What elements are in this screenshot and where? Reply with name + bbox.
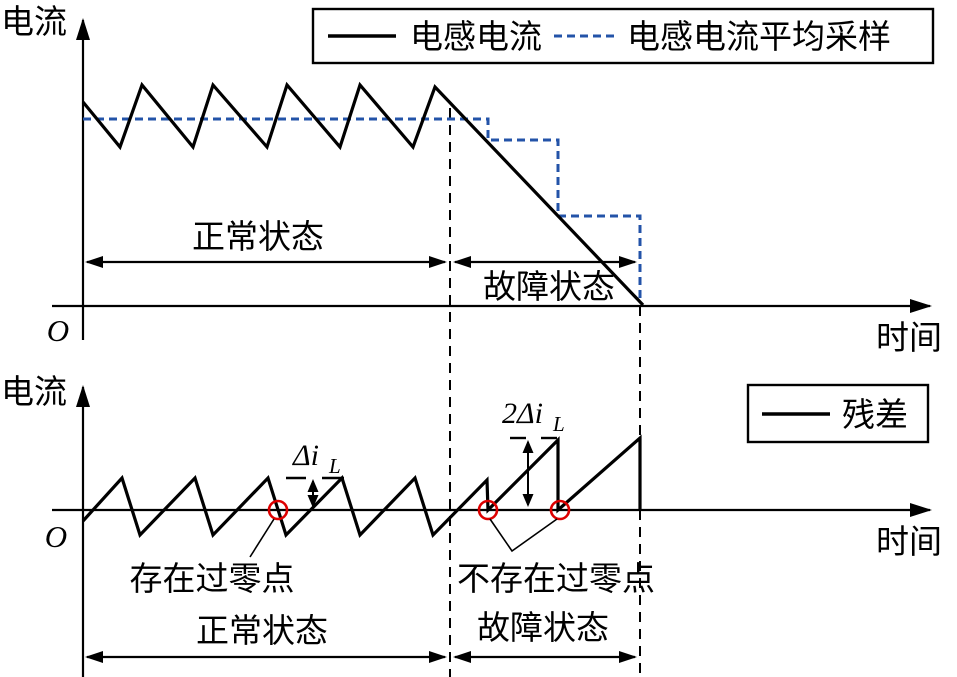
bottom-y-axis-label: 电流 — [1, 374, 67, 411]
bottom-normal-state-label: 正常状态 — [196, 613, 328, 650]
residual-line — [81, 434, 642, 539]
top-normal-state-label: 正常状态 — [192, 219, 324, 256]
zero-cross-caption: 存在过零点 — [130, 561, 295, 598]
delta-label: Δi — [292, 439, 319, 472]
top-chart: 电流 时间 O 正常状态 故障状态 电感电流 电感电流平均采样 — [1, 4, 942, 357]
zero-crossing-marker — [549, 499, 571, 521]
zero-crossing-marker — [477, 499, 499, 521]
delta-annotation: Δi L — [286, 439, 344, 508]
zero-cross-leader-line — [249, 518, 275, 558]
inductor-current-line — [81, 81, 645, 307]
top-fault-state-label: 故障状态 — [483, 269, 615, 306]
bottom-origin-label: O — [45, 519, 67, 554]
average-sampled-current-line — [83, 117, 642, 303]
residual-legend-label: 残差 — [842, 397, 908, 434]
top-legend: 电感电流 电感电流平均采样 — [311, 7, 935, 65]
delta-label-subscript: L — [328, 454, 341, 478]
bottom-fault-state-label: 故障状态 — [477, 610, 609, 647]
two-delta-annotation: 2Δi L — [502, 397, 565, 507]
bottom-legend: 残差 — [746, 383, 930, 444]
bottom-chart: 电流 时间 O Δi L 2Δi L 存在过零点 不存在过零点 正常状态 — [1, 374, 942, 677]
no-zero-cross-caption: 不存在过零点 — [457, 561, 655, 598]
average-sampled-legend-label: 电感电流平均采样 — [627, 19, 891, 56]
top-legend-box — [311, 7, 935, 65]
bottom-x-axis-label: 时间 — [876, 525, 942, 561]
top-y-axis-label: 电流 — [1, 4, 67, 41]
inductor-current-legend-label: 电感电流 — [410, 19, 542, 56]
two-delta-label: 2Δi — [502, 397, 543, 430]
two-delta-label-subscript: L — [552, 412, 565, 436]
no-zero-cross-leader-lines — [489, 518, 558, 553]
zero-crossing-markers — [267, 499, 571, 521]
top-x-axis-label: 时间 — [876, 321, 942, 357]
zero-crossing-marker — [267, 499, 289, 521]
top-origin-label: O — [47, 313, 69, 348]
